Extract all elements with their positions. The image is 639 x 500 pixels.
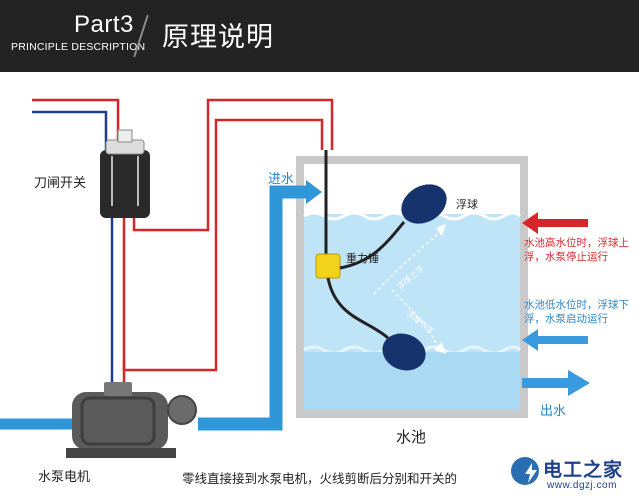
pump-motor-fins — [80, 396, 156, 446]
high-arrow-shaft — [536, 219, 588, 227]
low-level-note: 水池低水位时，浮球下浮，水泵启动运行 — [524, 299, 629, 325]
low-arrow-head — [522, 329, 538, 351]
outlet-arrow-shaft — [522, 378, 570, 388]
part-subtitle: PRINCIPLE DESCRIPTION — [11, 41, 146, 53]
logo-mark — [511, 457, 539, 485]
knife-switch-label: 刀闸开关 — [34, 176, 87, 191]
float-up-arrowhead — [436, 224, 446, 236]
knife-switch-body — [100, 150, 150, 218]
float-lower-shape — [382, 333, 426, 371]
logo-url: www.dgzj.com — [547, 480, 617, 491]
outlet-arrow-head — [568, 370, 590, 396]
pump-motor-label: 水泵电机 — [38, 470, 91, 485]
knife-switch — [100, 129, 150, 218]
pump-head — [167, 395, 197, 425]
knife-switch-cap — [117, 129, 133, 143]
neutral-wire-input — [32, 110, 108, 150]
high-level-arrow — [522, 212, 588, 234]
outlet-arrow — [522, 370, 590, 396]
pool-label: 水池 — [396, 428, 427, 446]
inlet-pipe — [0, 180, 322, 431]
float-ball-upper — [401, 184, 447, 224]
live-wire-to-float-bottom — [122, 118, 324, 372]
tank-wall — [296, 156, 528, 418]
water-out-label: 出水 — [540, 404, 567, 419]
wiring — [32, 98, 334, 392]
float-motion-arrows — [373, 231, 441, 351]
inlet-arrow-head — [306, 180, 322, 204]
high-level-note: 水池高水位时，浮球上浮，水泵停止运行 — [524, 237, 629, 263]
high-arrow-head — [522, 212, 538, 234]
caption-text: 零线直接接到水泵电机，火线剪断后分别和开关的 — [182, 471, 458, 486]
float-cable-lower — [326, 277, 390, 340]
float-ball-label: 浮球 — [456, 198, 478, 211]
lightning-icon — [525, 463, 537, 483]
counterweight-body — [315, 253, 341, 279]
pump-motor-body — [72, 392, 168, 450]
float-upper-shape — [401, 184, 447, 224]
low-level-arrow — [522, 329, 588, 351]
inlet-pipe-path — [198, 185, 306, 431]
pump-base — [66, 448, 176, 458]
counterweight — [315, 253, 341, 279]
page-title: 原理说明 — [162, 22, 274, 53]
logo-name: 电工之家 — [543, 459, 624, 481]
water-in-label: 进水 — [268, 172, 295, 187]
pump-terminal-box — [104, 382, 132, 396]
float-down-arrowhead — [434, 342, 446, 354]
float-cable-upper — [339, 221, 406, 270]
float-down-arc — [391, 289, 441, 351]
part-label: Part3 — [74, 11, 134, 38]
header-bar: Part3 PRINCIPLE DESCRIPTION 原理说明 — [0, 0, 639, 72]
low-arrow-shaft — [536, 336, 588, 344]
pump-motor — [66, 382, 197, 458]
live-wire-to-float-top — [132, 98, 334, 232]
counterweight-label: 重力锤 — [346, 252, 379, 265]
float-ball-lower — [382, 333, 426, 371]
site-logo: 电工之家 www.dgzj.com — [505, 452, 637, 498]
